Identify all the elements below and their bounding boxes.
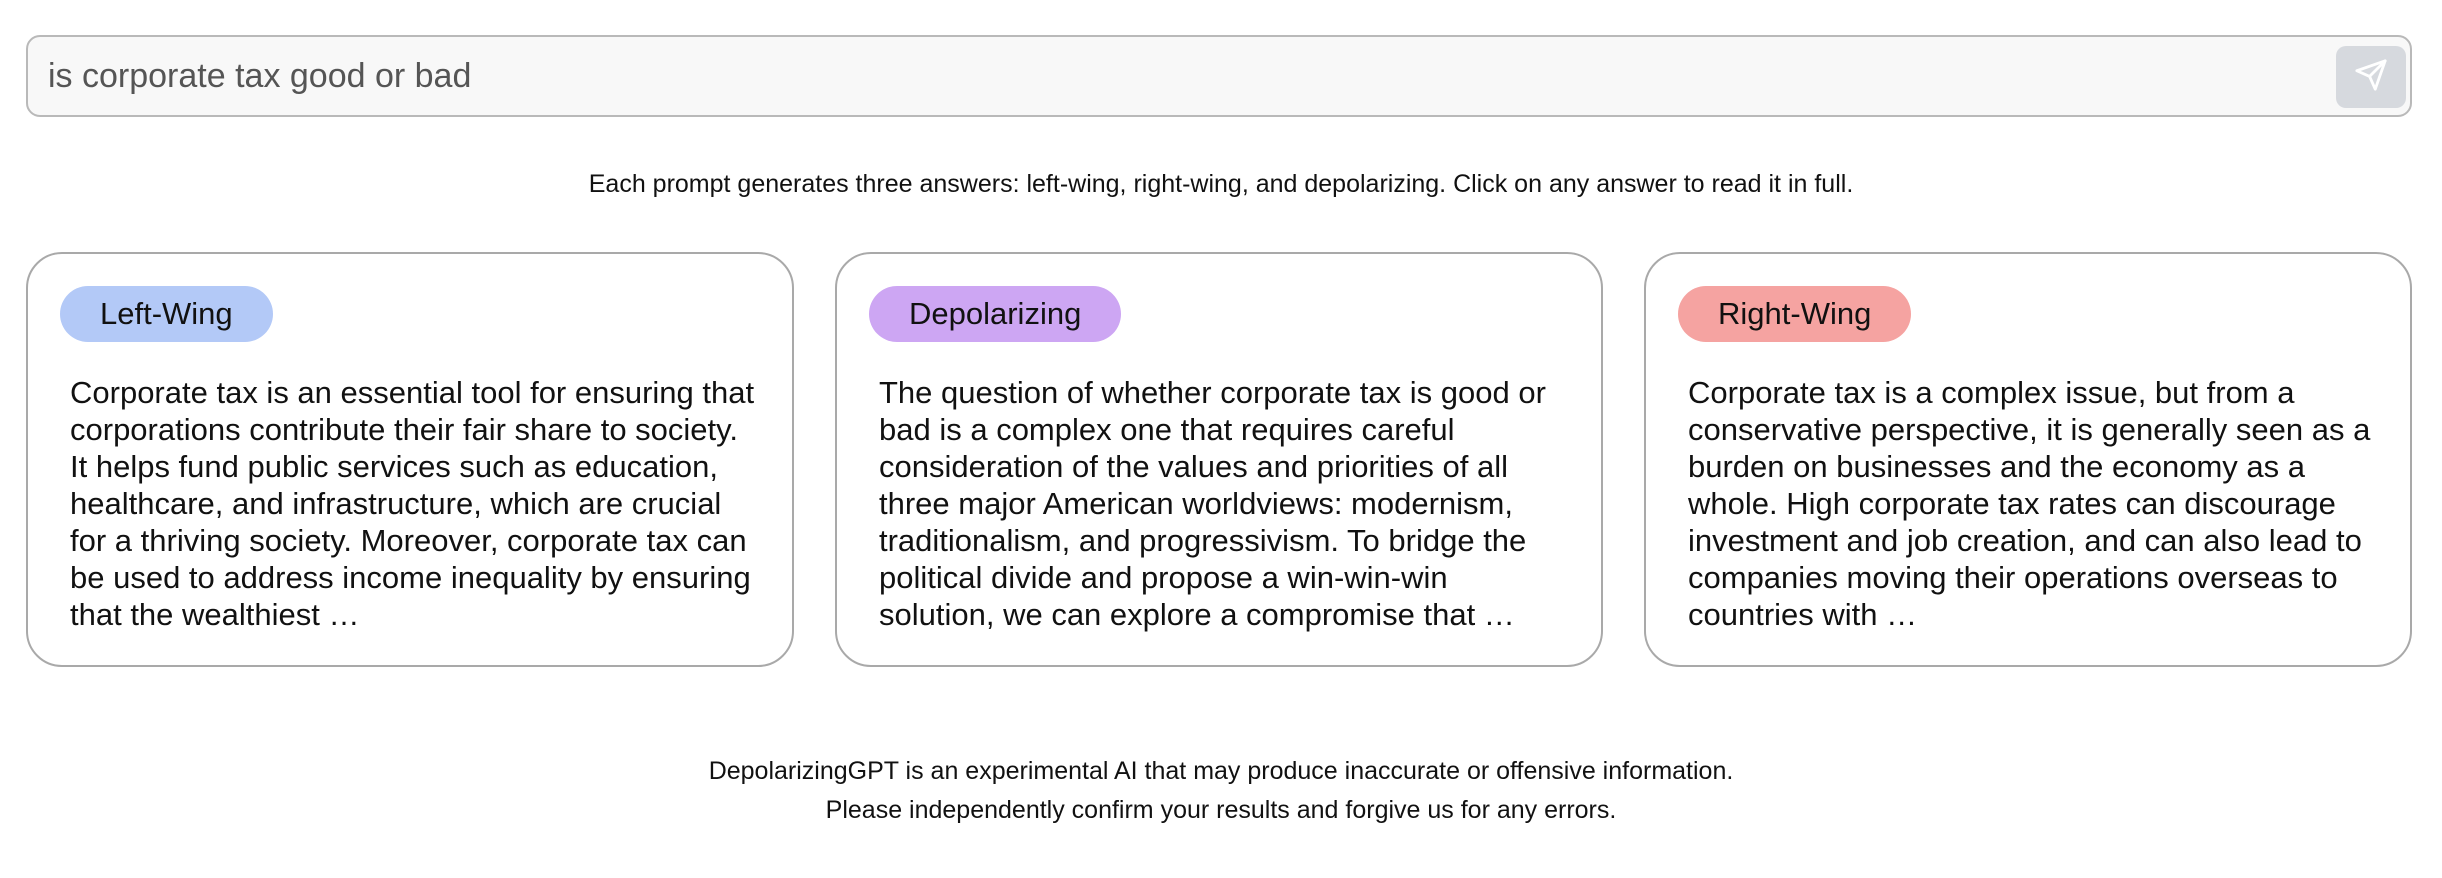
- left-wing-answer-text: Corporate tax is an essential tool for e…: [70, 375, 755, 632]
- left-wing-badge: Left-Wing: [60, 286, 273, 342]
- send-button[interactable]: [2336, 46, 2406, 108]
- disclaimer-line-2: Please independently confirm your result…: [825, 796, 1617, 824]
- search-bar: [26, 35, 2412, 117]
- send-icon: [2354, 58, 2388, 97]
- depolarizing-badge: Depolarizing: [869, 286, 1122, 342]
- answer-card-depolarizing[interactable]: Depolarizing The question of whether cor…: [835, 252, 1603, 667]
- instructions-text: Each prompt generates three answers: lef…: [588, 170, 1854, 198]
- right-wing-badge: Right-Wing: [1678, 286, 1912, 342]
- answer-card-left-wing[interactable]: Left-Wing Corporate tax is an essential …: [26, 252, 794, 667]
- right-wing-answer-text: Corporate tax is a complex issue, but fr…: [1688, 375, 2371, 632]
- depolarizing-answer-text: The question of whether corporate tax is…: [879, 375, 1546, 632]
- disclaimer-line-1: DepolarizingGPT is an experimental AI th…: [708, 757, 1734, 785]
- answer-card-right-wing[interactable]: Right-Wing Corporate tax is a complex is…: [1644, 252, 2412, 667]
- disclaimer-footer: DepolarizingGPT is an experimental AI th…: [0, 752, 2442, 830]
- search-input[interactable]: [48, 37, 2348, 115]
